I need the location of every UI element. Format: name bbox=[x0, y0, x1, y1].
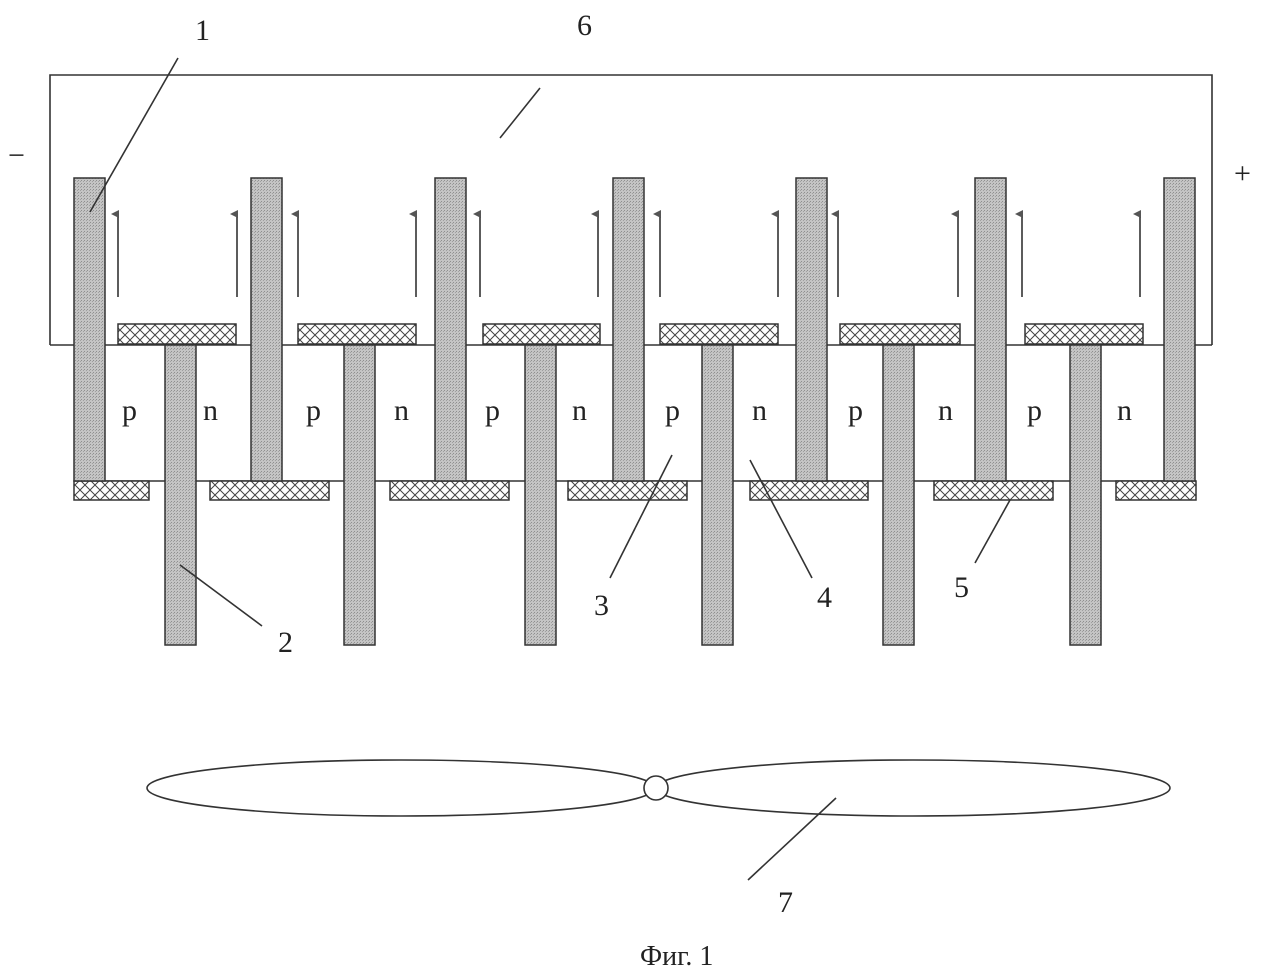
n-region-label: n bbox=[938, 394, 953, 427]
lower-electrode bbox=[344, 345, 375, 645]
n-region-label: n bbox=[752, 394, 767, 427]
lower-contact-pad bbox=[1116, 481, 1196, 500]
upper-electrode bbox=[796, 178, 827, 481]
upper-electrode bbox=[1164, 178, 1195, 481]
upper-contact-pad bbox=[483, 324, 600, 344]
upper-contact-pad bbox=[1025, 324, 1143, 344]
upper-contact-pad bbox=[660, 324, 778, 344]
lower-electrode bbox=[702, 345, 733, 645]
label-5: 5 bbox=[954, 571, 969, 604]
lower-contact-pad bbox=[568, 481, 687, 500]
upper-contact-pad bbox=[118, 324, 236, 344]
label-plus: + bbox=[1234, 157, 1251, 190]
lower-electrode bbox=[1070, 345, 1101, 645]
upper-contact-pad bbox=[298, 324, 416, 344]
figure-caption: Фиг. 1 bbox=[640, 941, 713, 972]
lower-contact-pad bbox=[750, 481, 868, 500]
label-3: 3 bbox=[594, 589, 609, 622]
upper-electrode bbox=[74, 178, 105, 481]
p-region-label: p bbox=[1027, 394, 1042, 427]
lower-contact-pad bbox=[934, 481, 1053, 500]
label-4: 4 bbox=[817, 581, 832, 614]
upper-electrode bbox=[613, 178, 644, 481]
label-6: 6 bbox=[577, 9, 592, 42]
p-region-label: p bbox=[485, 394, 500, 427]
p-region-label: p bbox=[306, 394, 321, 427]
p-region-label: p bbox=[848, 394, 863, 427]
label-2: 2 bbox=[278, 626, 293, 659]
n-region-label: n bbox=[203, 394, 218, 427]
lower-contact-pad bbox=[74, 481, 149, 500]
upper-electrode bbox=[975, 178, 1006, 481]
label-1: 1 bbox=[195, 14, 210, 47]
upper-electrode bbox=[251, 178, 282, 481]
lower-contact-pad bbox=[390, 481, 509, 500]
n-region-label: n bbox=[1117, 394, 1132, 427]
lower-electrode bbox=[165, 345, 196, 645]
upper-electrode bbox=[435, 178, 466, 481]
upper-contact-pad bbox=[840, 324, 960, 344]
n-region-label: n bbox=[394, 394, 409, 427]
lower-electrode bbox=[525, 345, 556, 645]
propeller bbox=[147, 760, 1170, 816]
n-region-label: n bbox=[572, 394, 587, 427]
lower-electrode bbox=[883, 345, 914, 645]
p-region-label: p bbox=[665, 394, 680, 427]
label-minus: − bbox=[8, 139, 25, 172]
label-7: 7 bbox=[778, 886, 793, 919]
p-region-label: p bbox=[122, 394, 137, 427]
lower-contact-pad bbox=[210, 481, 329, 500]
